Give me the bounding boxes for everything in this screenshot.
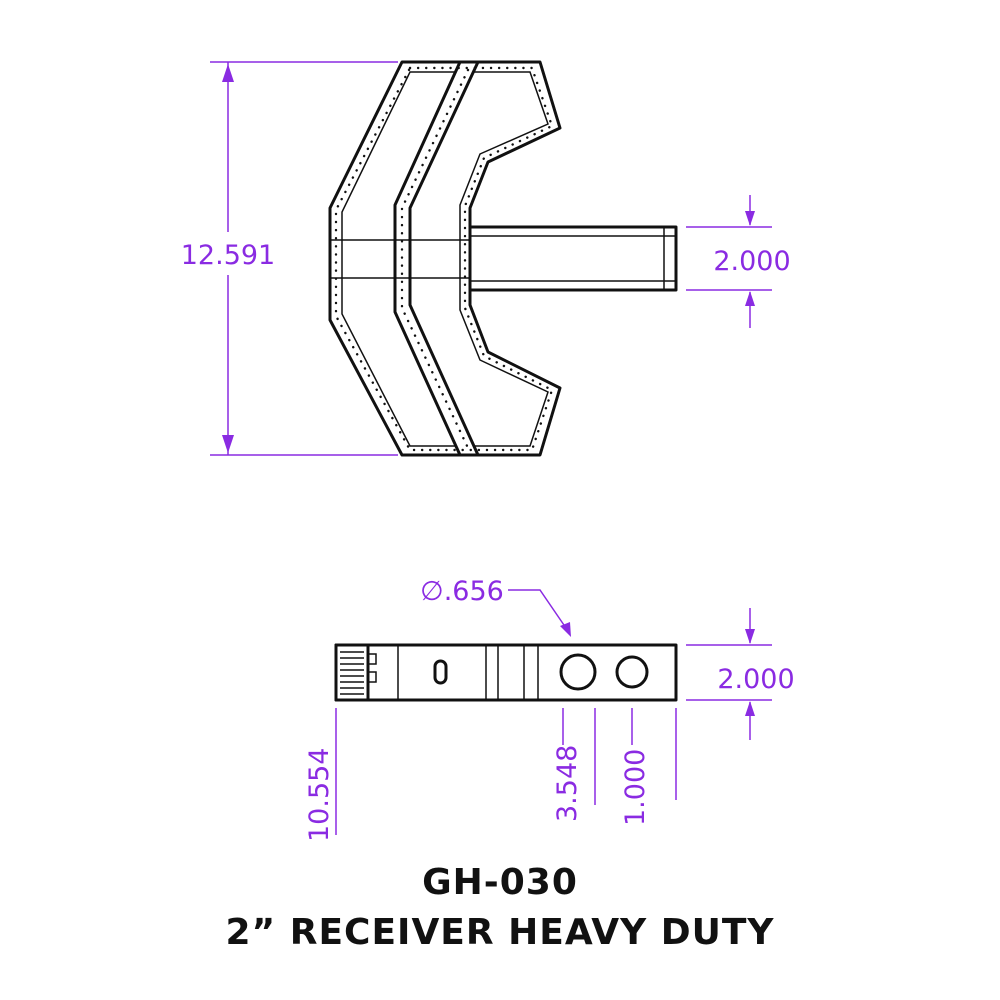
bracket-band-outer <box>341 71 549 447</box>
dimension-height-side: 2.000 <box>686 608 795 740</box>
dim-receiver-label: 2.000 <box>713 246 790 277</box>
bracket-outer <box>328 60 562 457</box>
side-plate-band <box>485 645 539 700</box>
side-end-cap <box>334 643 399 702</box>
side-view: ∅.656 2.000 10.554 3.548 1.000 <box>304 576 795 842</box>
dimension-hole-diameter: ∅.656 <box>420 576 571 637</box>
dim-length-label: 10.554 <box>304 748 335 842</box>
side-slot <box>433 659 448 685</box>
dim-hole2-label: 1.000 <box>620 749 651 826</box>
dim-side-height-label: 2.000 <box>717 664 794 695</box>
dim-height-label: 12.591 <box>181 240 275 271</box>
title-description: 2” RECEIVER HEAVY DUTY <box>225 912 775 953</box>
side-hole-2 <box>615 655 649 689</box>
dim-hole1-label: 3.548 <box>552 745 583 822</box>
top-view: 12.591 2.000 <box>181 60 791 457</box>
dimension-receiver-top: 2.000 <box>686 195 791 328</box>
dimension-height-top: 12.591 <box>181 61 398 456</box>
receiver-tube <box>468 225 678 292</box>
side-hole-1 <box>559 653 597 691</box>
weld-dots <box>334 66 554 452</box>
dimension-extension-lines <box>335 708 677 835</box>
tube-passthrough <box>330 239 470 279</box>
dim-hole-dia-label: ∅.656 <box>420 576 504 607</box>
title-model: GH-030 <box>422 862 578 903</box>
